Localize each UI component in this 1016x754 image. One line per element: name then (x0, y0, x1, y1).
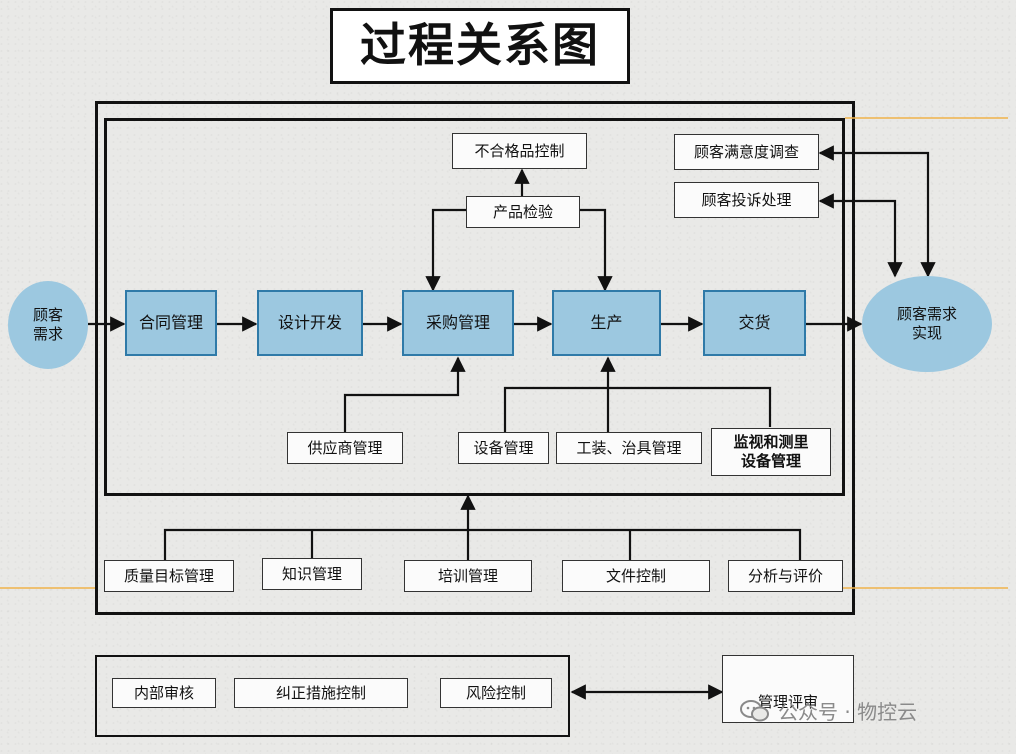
document-control-box: 文件控制 (562, 560, 710, 592)
risk-control-box: 风险控制 (440, 678, 552, 708)
customer-complaint-box: 顾客投诉处理 (674, 182, 819, 218)
quality-objective-box: 质量目标管理 (104, 560, 234, 592)
tooling-management-box: 工装、治具管理 (556, 432, 702, 464)
supplier-management-box: 供应商管理 (287, 432, 403, 464)
contract-management-box: 合同管理 (125, 290, 217, 356)
delivery-box: 交货 (703, 290, 806, 356)
purchase-management-box: 采购管理 (402, 290, 514, 356)
customer-need-ellipse: 顾客 需求 (8, 281, 88, 369)
monitoring-equipment-box: 监视和测里 设备管理 (711, 428, 831, 476)
production-box: 生产 (552, 290, 661, 356)
management-review-box: 管理评审 (722, 655, 854, 723)
watermark: 公众号 · 物控云 (740, 696, 917, 725)
design-development-box: 设计开发 (257, 290, 363, 356)
corrective-action-box: 纠正措施控制 (234, 678, 408, 708)
wechat-icon (740, 699, 770, 723)
equipment-management-box: 设备管理 (458, 432, 549, 464)
customer-satisfaction-box: 顾客满意度调查 (674, 134, 819, 170)
product-inspection-box: 产品检验 (466, 196, 580, 228)
outer-frame (95, 101, 855, 615)
nonconforming-control-box: 不合格品控制 (452, 133, 587, 169)
knowledge-management-box: 知识管理 (262, 558, 362, 590)
internal-audit-box: 内部审核 (112, 678, 216, 708)
bottom-frame (95, 655, 570, 737)
watermark-text: 公众号 · 物控云 (778, 700, 918, 724)
page-title: 过程关系图 (330, 8, 630, 84)
analysis-evaluation-box: 分析与评价 (728, 560, 843, 592)
customer-need-realized-ellipse: 顾客需求 实现 (862, 276, 992, 372)
training-management-box: 培训管理 (404, 560, 532, 592)
